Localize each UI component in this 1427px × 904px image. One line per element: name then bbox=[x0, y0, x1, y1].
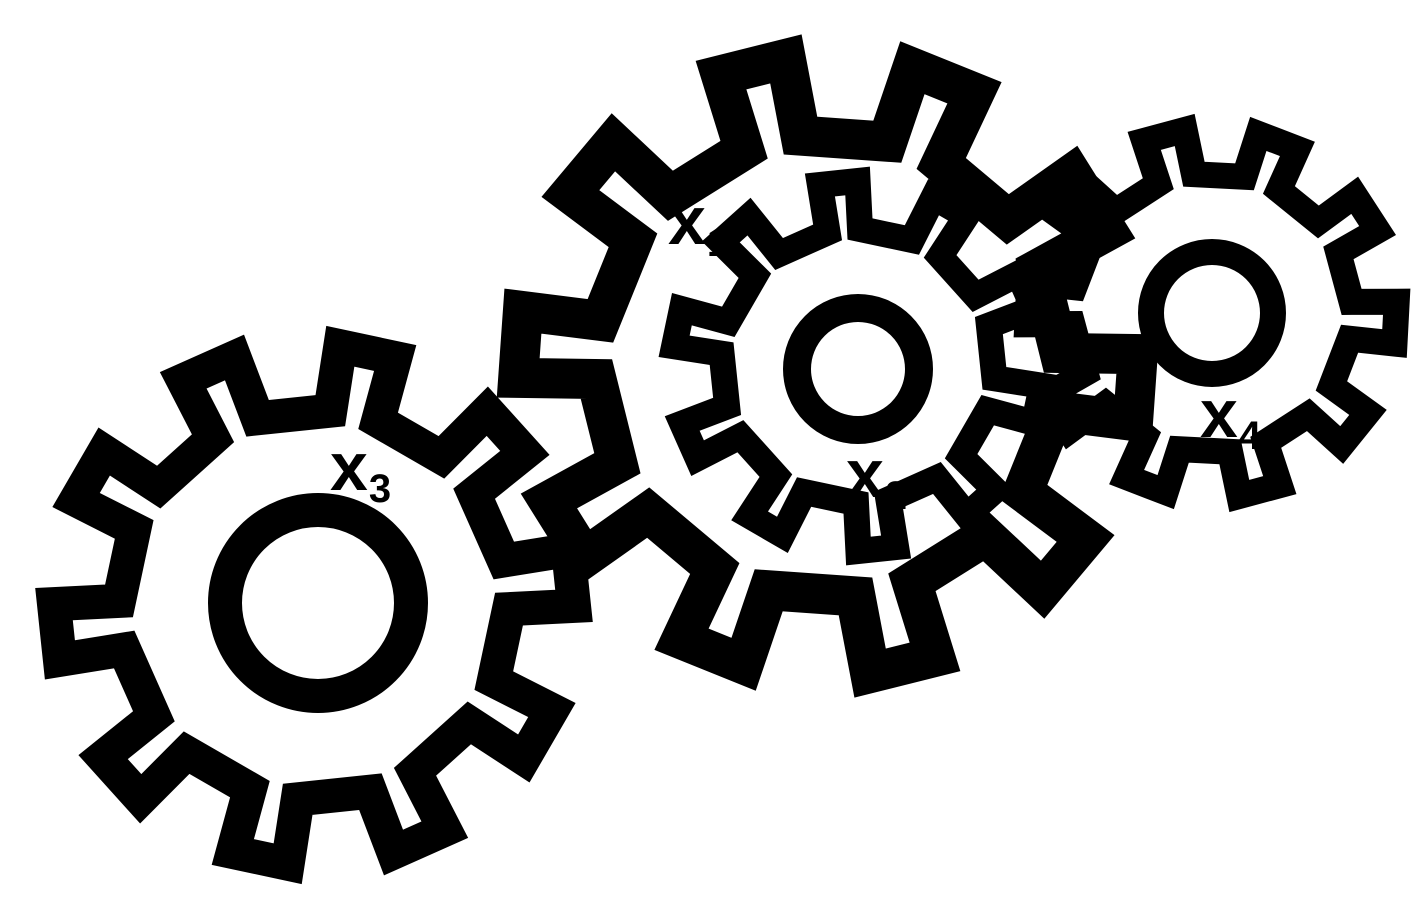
gear-x1-variable: x bbox=[668, 183, 706, 259]
gear-x3-hub bbox=[208, 493, 428, 713]
gear-x1: x1 bbox=[496, 34, 1160, 698]
gear-x2: x2 bbox=[658, 166, 1058, 566]
gear-x3-label: x3 bbox=[330, 429, 391, 511]
gear-x3-subscript: 3 bbox=[369, 467, 391, 511]
gear-x1-outline bbox=[496, 34, 1160, 698]
gear-x3-variable: x bbox=[330, 429, 368, 505]
gear-x3-outline bbox=[35, 325, 593, 885]
gear-x4-outline bbox=[1013, 113, 1411, 513]
gear-x2-hub bbox=[783, 294, 933, 444]
gear-x2-variable: x bbox=[846, 436, 884, 512]
gear-x2-outline bbox=[658, 166, 1058, 566]
gear-x2-label: x2 bbox=[846, 436, 907, 518]
gear-x4-label: x4 bbox=[1200, 376, 1262, 458]
gear-x4: x4 bbox=[1013, 113, 1411, 513]
gear-x3: x3 bbox=[35, 325, 593, 885]
gear-x2-subscript: 2 bbox=[885, 474, 907, 518]
gear-x4-subscript: 4 bbox=[1239, 414, 1262, 458]
gear-x4-hub bbox=[1138, 239, 1286, 387]
gear-x4-variable: x bbox=[1200, 376, 1238, 452]
